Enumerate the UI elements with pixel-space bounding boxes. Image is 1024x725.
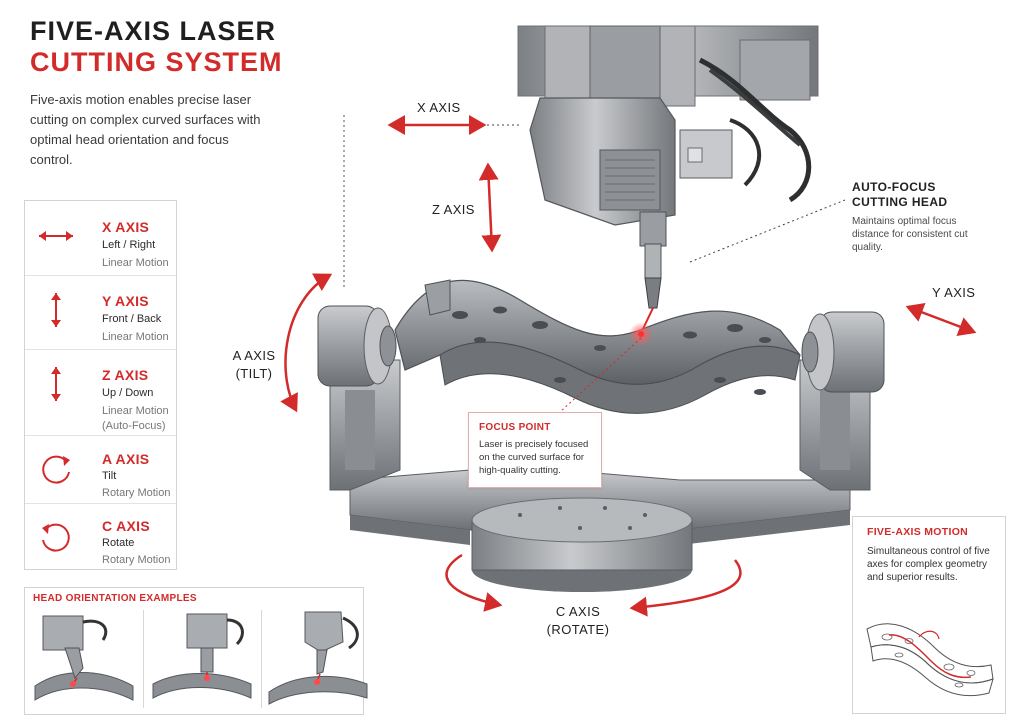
c-axis-label-line2: (ROTATE) (546, 622, 610, 637)
auto-focus-callout: AUTO-FOCUS CUTTING HEAD Maintains optima… (852, 180, 1012, 254)
focus-point-leader (559, 337, 642, 413)
five-axis-motion-panel: FIVE-AXIS MOTION Simultaneous control of… (852, 516, 1006, 714)
legend-c-name: C AXIS (102, 518, 150, 534)
head-orientation-example-3 (268, 611, 368, 705)
focus-point-desc: Laser is precisely focused on the curved… (479, 439, 589, 476)
curved-workpiece (394, 279, 801, 414)
head-orientation-divider (143, 610, 144, 708)
y-axis-label: Y AXIS (932, 285, 976, 300)
y-axis-arrow (905, 302, 977, 337)
horizontal-double-arrow-icon (39, 231, 73, 241)
a-axis-arrow (280, 273, 333, 413)
auto-focus-title-line1: AUTO-FOCUS (852, 180, 936, 194)
a-axis-label-line2: (TILT) (235, 366, 273, 381)
vertical-double-arrow-icon (51, 367, 61, 401)
auto-focus-leader (689, 199, 846, 263)
head-orientation-example-2 (152, 613, 252, 699)
part-sketch-illustration (866, 623, 994, 697)
c-axis-label: C AXIS (ROTATE) (540, 603, 616, 639)
legend-a-desc: Tilt (102, 470, 117, 482)
legend-a-name: A AXIS (102, 451, 150, 467)
legend-a-motion: Rotary Motion (102, 487, 171, 499)
x-axis-label: X AXIS (417, 100, 461, 115)
legend-row-a-axis: A AXIS Tilt Rotary Motion (25, 435, 176, 504)
z-axis-arrow (478, 162, 502, 253)
legend-x-name: X AXIS (102, 219, 150, 235)
title-line-1: FIVE-AXIS LASER (30, 16, 277, 46)
a-axis-label: A AXIS (TILT) (224, 347, 284, 383)
intro-text: Five-axis motion enables precise laser c… (30, 92, 261, 167)
c-axis-label-line1: C AXIS (555, 604, 601, 619)
legend-z-motion: Linear Motion (Auto-Focus) (102, 404, 169, 434)
head-orientation-divider (261, 610, 262, 708)
rotate-arrow-icon (42, 455, 70, 484)
legend-z-name: Z AXIS (102, 367, 149, 383)
legend-y-name: Y AXIS (102, 293, 149, 309)
legend-c-motion: Rotary Motion (102, 554, 171, 566)
head-orientation-title: HEAD ORIENTATION EXAMPLES (33, 593, 197, 604)
vertical-double-arrow-icon (51, 293, 61, 327)
rotate-arrow-icon (42, 523, 70, 552)
c-axis-arrow-left (445, 553, 503, 612)
a-axis-label-line1: A AXIS (232, 348, 276, 363)
auto-focus-desc: Maintains optimal focus distance for con… (852, 216, 968, 253)
legend-row-z-axis: Z AXIS Up / Down Linear Motion (Auto-Foc… (25, 349, 176, 436)
c-axis-arrow-right (629, 559, 742, 617)
auto-focus-title-line2: CUTTING HEAD (852, 195, 948, 209)
legend-row-x-axis: X AXIS Left / Right Linear Motion (25, 201, 176, 276)
z-axis-label: Z AXIS (432, 202, 475, 217)
trunnion-left (317, 305, 401, 491)
head-orientation-example-1 (34, 615, 134, 701)
head-orientation-panel: HEAD ORIENTATION EXAMPLES (24, 587, 368, 715)
legend-c-desc: Rotate (102, 537, 135, 549)
focus-point-title: FOCUS POINT (479, 422, 551, 433)
legend-x-motion: Linear Motion (102, 257, 169, 269)
legend-y-motion: Linear Motion (102, 331, 169, 343)
rotary-table (471, 497, 693, 592)
focus-dot (638, 331, 644, 337)
title-line-2: CUTTING SYSTEM (30, 47, 283, 77)
axis-legend: X AXIS Left / Right Linear Motion Y AXIS… (24, 200, 177, 570)
legend-row-c-axis: C AXIS Rotate Rotary Motion (25, 503, 176, 569)
five-axis-motion-desc: Simultaneous control of five axes for co… (867, 546, 990, 583)
legend-x-desc: Left / Right (102, 239, 156, 251)
legend-z-motion-line1: Linear Motion (102, 405, 169, 417)
cutting-head (529, 97, 762, 334)
trunnion-right (799, 311, 885, 491)
gantry (517, 25, 819, 203)
five-axis-motion-title: FIVE-AXIS MOTION (867, 526, 969, 538)
legend-y-desc: Front / Back (102, 313, 162, 325)
legend-z-motion-line2: (Auto-Focus) (102, 420, 166, 432)
legend-row-y-axis: Y AXIS Front / Back Linear Motion (25, 275, 176, 350)
focus-point-callout: FOCUS POINT Laser is precisely focused o… (468, 412, 602, 488)
legend-z-desc: Up / Down (102, 387, 154, 399)
